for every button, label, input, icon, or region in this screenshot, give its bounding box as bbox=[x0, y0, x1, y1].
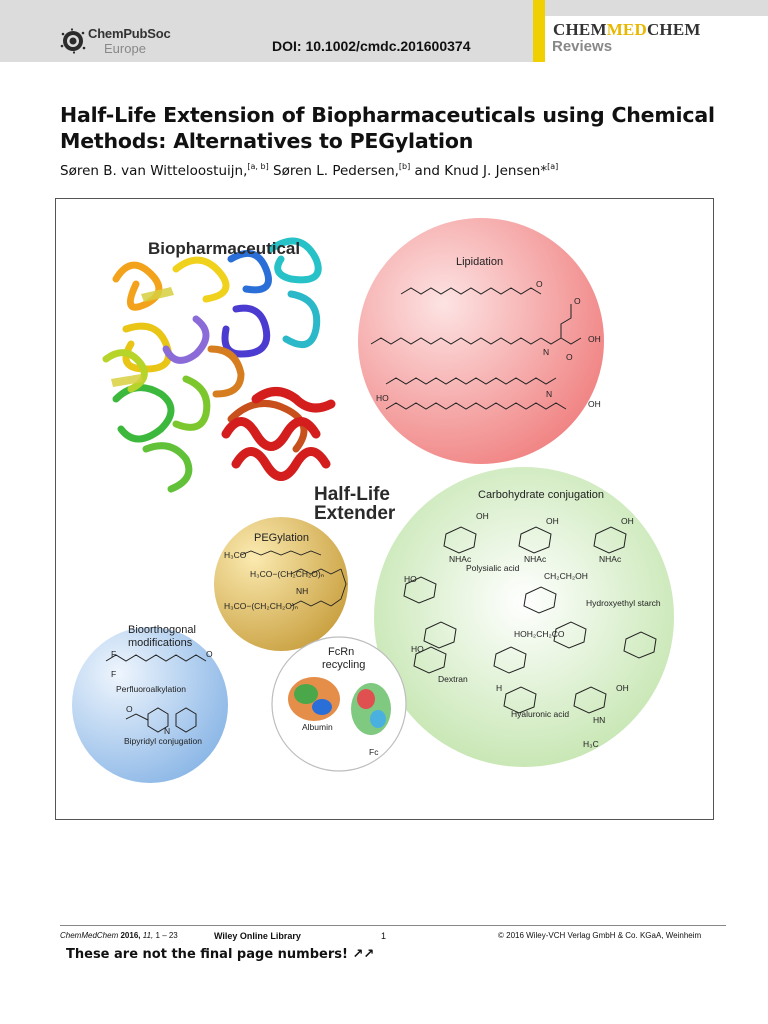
author-1[interactable]: Søren B. van Witteloostuijn, bbox=[60, 163, 248, 179]
lipidation-atom-oh2: OH bbox=[588, 399, 601, 409]
label-polysialic-acid: Polysialic acid bbox=[466, 563, 520, 573]
carb-atom-hoh2ch2co: HOH₂CH₂CO bbox=[514, 629, 565, 639]
carb-atom-nhac2: NHAc bbox=[524, 554, 547, 564]
label-recycling: recycling bbox=[322, 659, 366, 671]
peg-atom-h3co-3: H₃CO−(CH₂CH₂O)ₙ bbox=[224, 601, 299, 611]
carb-atom-oh2: OH bbox=[546, 516, 559, 526]
protein-structure-illustration bbox=[102, 237, 322, 493]
carb-atom-ho1: HO bbox=[404, 574, 417, 584]
carb-atom-hn: HN bbox=[593, 715, 606, 725]
author-1-affiliation: [a, b] bbox=[247, 162, 269, 171]
article-authors: Søren B. van Witteloostuijn,[a, b] Søren… bbox=[60, 162, 720, 179]
footer-final-page-notice: These are not the final page numbers! ↗↗ bbox=[66, 947, 375, 962]
fc-illustration bbox=[351, 683, 391, 735]
peg-atom-nh: NH bbox=[296, 586, 309, 596]
graphical-abstract-figure: Biopharmaceutical Half-Life Extender Lip… bbox=[55, 198, 714, 820]
lipidation-atom-o3: O bbox=[566, 352, 573, 362]
journal-article-type: Reviews bbox=[552, 38, 613, 55]
label-lipidation: Lipidation bbox=[456, 256, 504, 268]
lipidation-atom-oh1: OH bbox=[588, 334, 601, 344]
lipidation-atom-o2: O bbox=[574, 296, 581, 306]
label-bipyridyl-conjugation: Bipyridyl conjugation bbox=[124, 736, 202, 746]
chempubsoc-logo-icon bbox=[60, 28, 86, 54]
logo-region: Europe bbox=[104, 41, 146, 56]
pegylation-circle bbox=[214, 517, 348, 651]
author-2-affiliation: [b] bbox=[398, 162, 411, 171]
label-carbohydrate-conjugation: Carbohydrate conjugation bbox=[478, 489, 604, 501]
journal-header-band: ChemPubSoc Europe DOI: 10.1002/cmdc.2016… bbox=[0, 0, 768, 62]
footer-wiley-online-library[interactable]: Wiley Online Library bbox=[214, 931, 301, 941]
lipidation-structures bbox=[370, 287, 582, 410]
footer-rule bbox=[60, 925, 726, 926]
author-3[interactable]: and Knud J. Jensen* bbox=[414, 163, 548, 179]
journal-color-tab bbox=[533, 0, 545, 62]
carb-atom-nhac3: NHAc bbox=[599, 554, 622, 564]
label-fcrn: FcRn bbox=[328, 646, 355, 658]
author-2[interactable]: Søren L. Pedersen, bbox=[273, 163, 399, 179]
label-half-life: Half-Life bbox=[314, 484, 390, 505]
footer-citation: ChemMedChem 2016, 11, 1 – 23 bbox=[60, 931, 178, 940]
carb-atom-h: H bbox=[496, 683, 503, 693]
carb-atom-oh3: OH bbox=[621, 516, 634, 526]
label-modifications: modifications bbox=[128, 637, 193, 649]
footer-copyright: © 2016 Wiley-VCH Verlag GmbH & Co. KGaA,… bbox=[498, 931, 702, 940]
carb-atom-nhac1: NHAc bbox=[449, 554, 472, 564]
bioorthogonal-circle bbox=[72, 627, 228, 783]
lipidation-atom-n2: N bbox=[546, 389, 553, 399]
carbohydrate-structures bbox=[403, 526, 657, 714]
label-extender: Extender bbox=[314, 503, 396, 524]
label-albumin: Albumin bbox=[302, 722, 333, 732]
label-hydroxyethyl-starch: Hydroxyethyl starch bbox=[586, 598, 661, 608]
carb-atom-oh1: OH bbox=[476, 511, 489, 521]
protein-sheet-arrows bbox=[111, 287, 174, 387]
perfluoro-atom-o: O bbox=[206, 649, 213, 659]
carb-atom-oh4: OH bbox=[616, 683, 629, 693]
label-biopharmaceutical: Biopharmaceutical bbox=[148, 239, 301, 258]
label-perfluoroalkylation: Perfluoroalkylation bbox=[116, 684, 186, 694]
perfluoro-atom-f2: F bbox=[111, 669, 117, 679]
bipyridyl-atom-o: O bbox=[126, 704, 133, 714]
label-dextran: Dextran bbox=[438, 674, 468, 684]
author-3-affiliation: [a] bbox=[547, 162, 559, 171]
footer-year: 2016, bbox=[120, 931, 141, 940]
lipidation-circle bbox=[358, 218, 604, 464]
logo-name: ChemPubSoc bbox=[88, 26, 171, 41]
lipidation-atom-n1: N bbox=[543, 347, 550, 357]
label-hyaluronic-acid: Hyaluronic acid bbox=[511, 709, 570, 719]
bipyridyl-atom-n: N bbox=[164, 726, 171, 736]
albumin-illustration bbox=[288, 677, 340, 721]
bioorthogonal-structures bbox=[105, 654, 207, 733]
label-bioorthogonal: Bioorthogonal bbox=[128, 624, 196, 636]
journal-name-chem: CHEM bbox=[553, 20, 607, 39]
journal-logo[interactable]: CHEMMEDCHEM Reviews bbox=[545, 16, 768, 62]
journal-name-chem-2: CHEM bbox=[646, 20, 701, 39]
article-doi[interactable]: DOI: 10.1002/cmdc.201600374 bbox=[272, 38, 471, 54]
peg-atom-h3co-1: H₃CO bbox=[224, 550, 247, 560]
footer-pages: 1 – 23 bbox=[155, 931, 178, 940]
chempubsoc-logo[interactable]: ChemPubSoc Europe bbox=[60, 26, 180, 58]
carb-atom-ch2ch2oh: CH₂CH₂OH bbox=[544, 571, 588, 581]
peg-atom-h3co-2: H₃CO−(CH₂CH₂O)ₙ bbox=[250, 569, 325, 579]
footer-journal-name: ChemMedChem bbox=[60, 931, 119, 940]
carbohydrate-circle bbox=[374, 467, 674, 767]
article-title: Half-Life Extension of Biopharmaceutical… bbox=[60, 103, 715, 153]
footer-volume: 11, bbox=[142, 931, 154, 940]
lipidation-atom-o1: O bbox=[536, 279, 543, 289]
figure-artwork bbox=[72, 218, 674, 783]
perfluoro-atom-f: F bbox=[111, 649, 117, 659]
label-pegylation: PEGylation bbox=[254, 532, 310, 544]
footer-page-number: 1 bbox=[381, 931, 387, 941]
carb-atom-h3c: H₃C bbox=[583, 739, 599, 749]
lipidation-atom-ho1: HO bbox=[376, 393, 389, 403]
label-fc: Fc bbox=[369, 747, 379, 757]
carb-atom-ho2: HO bbox=[411, 644, 424, 654]
half-life-extender-ribbon bbox=[221, 387, 336, 481]
journal-name-med: MED bbox=[606, 20, 647, 39]
journal-name: CHEMMEDCHEM bbox=[553, 20, 701, 40]
peg-structures bbox=[240, 550, 347, 607]
